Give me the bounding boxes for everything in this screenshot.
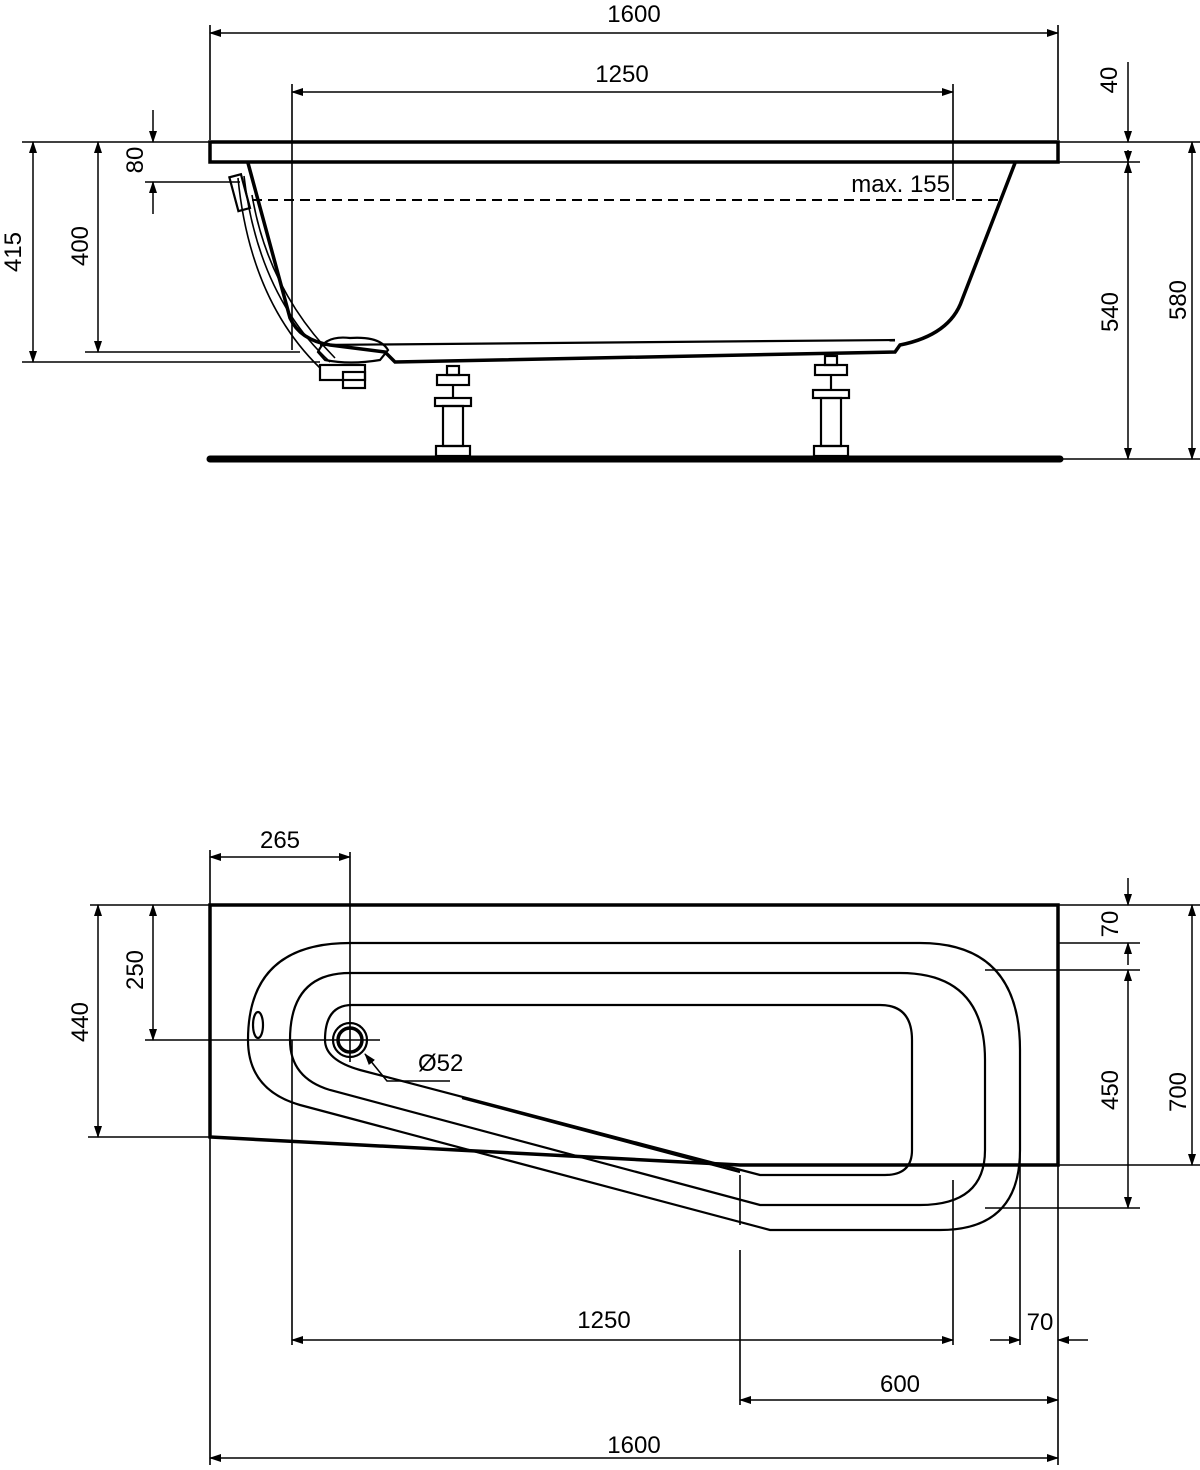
tub-basin-edge: [288, 971, 987, 1207]
label-80: 80: [122, 147, 149, 174]
plan-view: 265 250 440 Ø52 70 450 700 1250 70 600 1…: [67, 827, 1200, 1465]
label-1250-plan: 1250: [577, 1307, 630, 1334]
label-415: 415: [0, 232, 27, 272]
label-250: 250: [122, 950, 149, 990]
label-265: 265: [260, 827, 300, 854]
label-400: 400: [67, 226, 94, 266]
tub-body: [246, 162, 1017, 364]
label-70-right: 70: [1027, 1309, 1054, 1336]
label-440: 440: [67, 1002, 94, 1042]
label-600: 600: [880, 1371, 920, 1398]
label-1250-side: 1250: [595, 61, 648, 88]
label-580: 580: [1165, 280, 1192, 320]
label-450: 450: [1097, 1070, 1124, 1110]
tub-rim-inner-edge: [246, 941, 1022, 1232]
label-700: 700: [1165, 1072, 1192, 1112]
adjustable-foot-right: [811, 354, 851, 458]
tub-outline-plan: [208, 903, 1060, 1167]
adjustable-foot-left: [433, 364, 473, 458]
waste-overflow-pipe: [237, 175, 336, 369]
drain-fitting: [316, 336, 390, 364]
drain-icon: [331, 1021, 369, 1059]
overflow-icon: [251, 1010, 265, 1040]
label-40: 40: [1096, 67, 1123, 94]
label-1600-plan: 1600: [607, 1432, 660, 1459]
label-max-water: max. 155: [851, 171, 950, 198]
tub-basin-floor: [323, 1003, 914, 1177]
label-70-top: 70: [1097, 911, 1124, 938]
side-view: 1600 1250 max. 155 415 400 80 40 540 580: [0, 1, 1200, 463]
tub-rim: [208, 140, 1060, 164]
label-drain-diameter: Ø52: [418, 1050, 463, 1077]
label-1600-side: 1600: [607, 1, 660, 28]
label-540: 540: [1097, 292, 1124, 332]
